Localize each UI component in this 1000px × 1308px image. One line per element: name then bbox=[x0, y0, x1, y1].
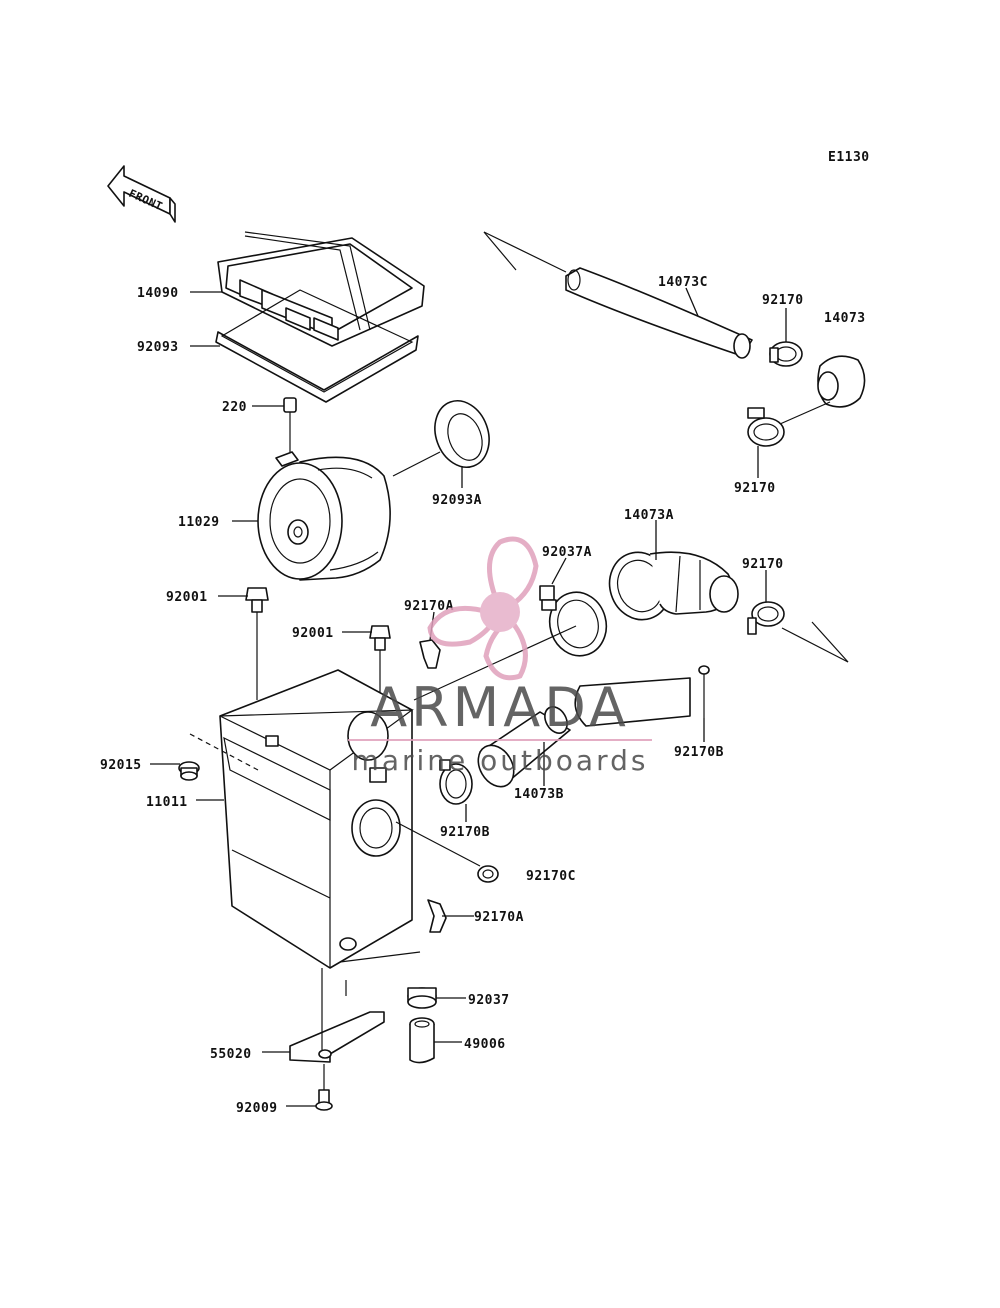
watermark: ARMADA marine outboards bbox=[348, 536, 652, 777]
clamp-92037A-part bbox=[413, 585, 608, 701]
callout-92170-top: 92170 bbox=[762, 293, 804, 308]
diagram-code: E1130 bbox=[828, 150, 870, 165]
filter-cover-part bbox=[217, 231, 425, 347]
watermark-brand: ARMADA bbox=[370, 676, 630, 739]
leader-lines bbox=[150, 287, 787, 1107]
clamp-top-part bbox=[769, 341, 803, 367]
callout-14073B: 14073B bbox=[514, 787, 564, 802]
callout-11011: 11011 bbox=[146, 795, 188, 810]
callout-55020: 55020 bbox=[210, 1047, 252, 1062]
clip-92170A-low-part bbox=[427, 899, 447, 933]
grommet-part bbox=[178, 761, 200, 781]
callout-92170-lower: 92170 bbox=[734, 481, 776, 496]
callout-92001-left: 92001 bbox=[166, 590, 208, 605]
callout-92015: 92015 bbox=[100, 758, 142, 773]
tube-14073B-part bbox=[477, 677, 691, 788]
ring-92093A-part bbox=[392, 400, 490, 477]
callout-92009: 92009 bbox=[236, 1101, 278, 1116]
callout-92170C: 92170C bbox=[526, 869, 576, 884]
callout-92037: 92037 bbox=[468, 993, 510, 1008]
callout-92093: 92093 bbox=[137, 340, 179, 355]
boot-14073-part bbox=[779, 355, 866, 425]
callout-14090: 14090 bbox=[137, 286, 179, 301]
callout-92170B-mid: 92170B bbox=[440, 825, 490, 840]
front-arrow-icon: FRONT bbox=[107, 165, 176, 223]
callout-92037A: 92037A bbox=[542, 545, 592, 560]
bolt-92001-left-part bbox=[245, 587, 269, 700]
clip-92170B-right-part bbox=[698, 665, 710, 718]
callout-14073C: 14073C bbox=[658, 275, 708, 290]
callout-14073: 14073 bbox=[824, 311, 866, 326]
bolt-92009-part bbox=[315, 1064, 333, 1111]
callout-92093A: 92093A bbox=[432, 493, 482, 508]
callout-49006: 49006 bbox=[464, 1037, 506, 1052]
callout-92170-right: 92170 bbox=[742, 557, 784, 572]
bracket-part bbox=[289, 968, 385, 1063]
callout-220: 220 bbox=[222, 400, 247, 415]
callout-92001-right: 92001 bbox=[292, 626, 334, 641]
clamp-92170-lower-part bbox=[747, 407, 785, 447]
callout-92170A-low: 92170A bbox=[474, 910, 524, 925]
watermark-tagline: marine outboards bbox=[352, 744, 649, 777]
propeller-logo-icon bbox=[427, 536, 539, 681]
callout-92170A-top: 92170A bbox=[404, 599, 454, 614]
duct-14073C-part bbox=[483, 231, 753, 359]
clamp-92170C-part bbox=[395, 821, 499, 883]
gasket-part bbox=[215, 289, 419, 403]
clamp-92037-part bbox=[407, 987, 437, 1009]
clamp-92170B-mid-part bbox=[439, 759, 473, 805]
callout-92170B-right: 92170B bbox=[674, 745, 724, 760]
clamp-92170-right-part bbox=[747, 601, 849, 663]
bolt-220-part bbox=[275, 397, 299, 467]
filter-element-part bbox=[257, 456, 391, 581]
hose-49006-part bbox=[409, 1017, 435, 1064]
elbow-14073A-part bbox=[608, 551, 739, 621]
clip-92170A-top-part bbox=[419, 639, 441, 669]
callout-11029: 11029 bbox=[178, 515, 220, 530]
callout-14073A: 14073A bbox=[624, 508, 674, 523]
